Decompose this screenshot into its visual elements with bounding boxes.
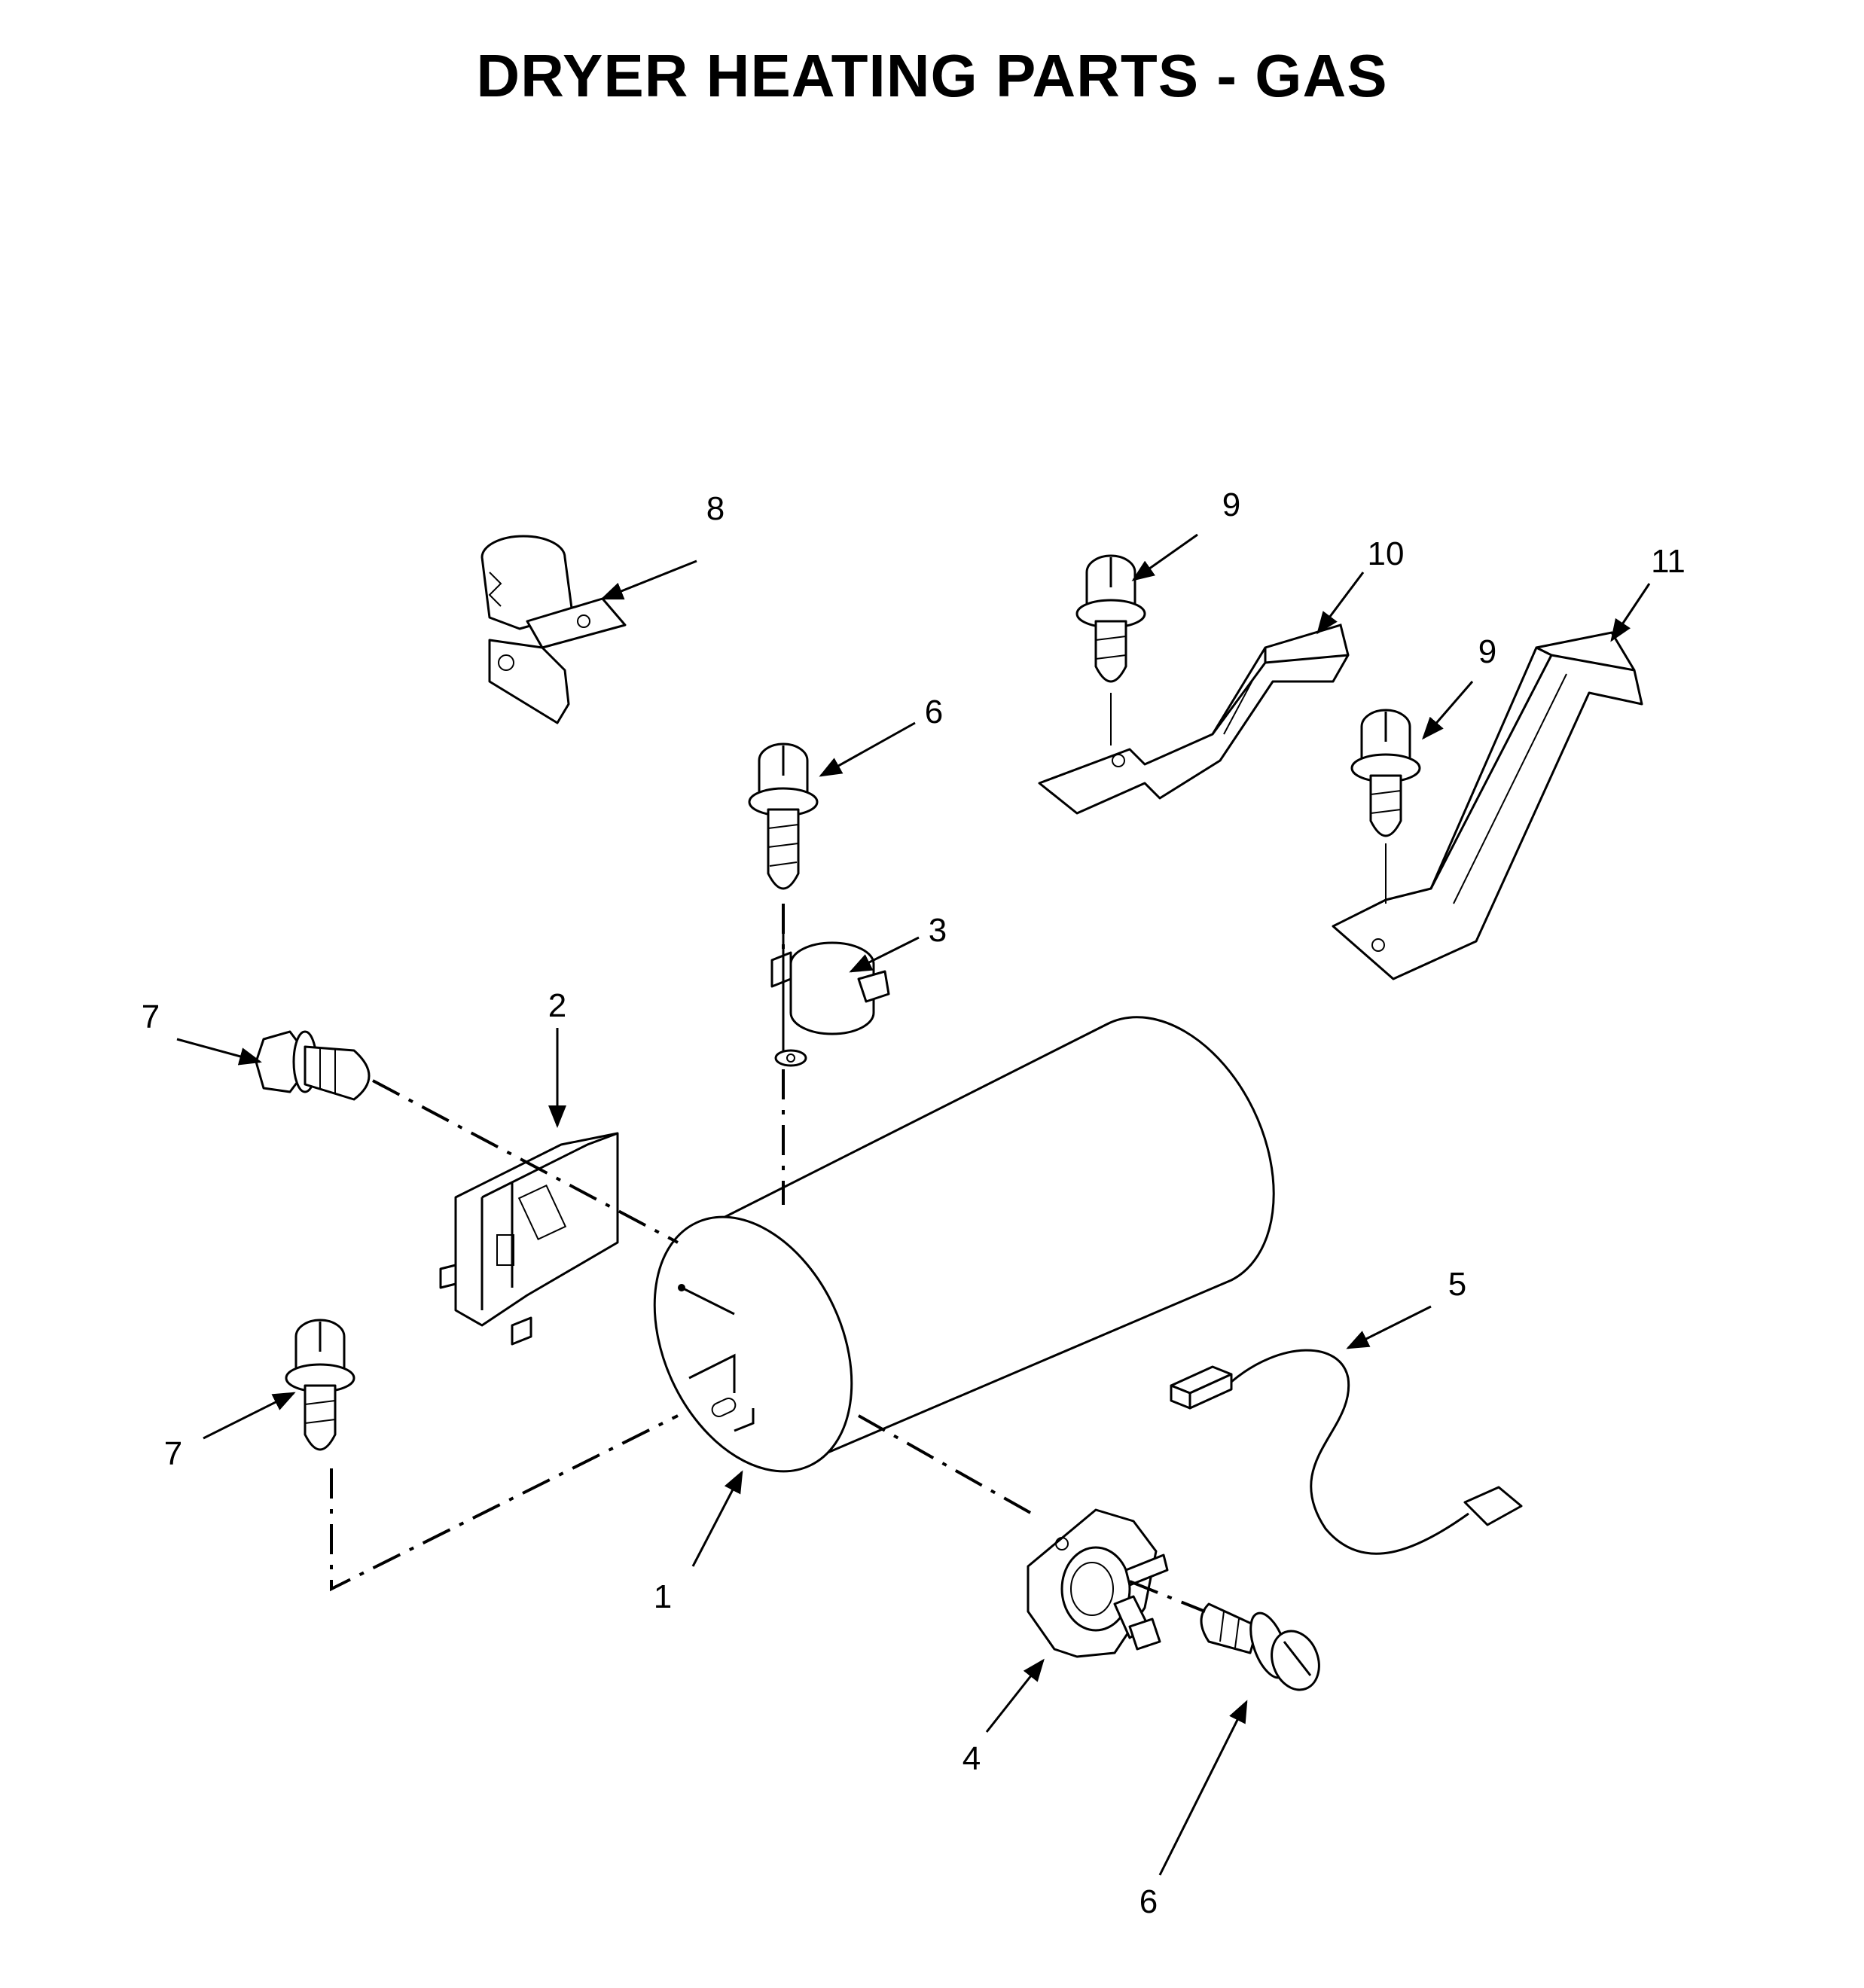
callout-4: 4 xyxy=(963,1740,981,1777)
callout-11: 11 xyxy=(1651,543,1686,580)
callout-9-lower: 9 xyxy=(1478,633,1496,670)
callout-2: 2 xyxy=(548,987,566,1024)
callout-5: 5 xyxy=(1448,1266,1466,1303)
thermal-cutoff xyxy=(1027,1508,1169,1658)
callout-7-lower: 7 xyxy=(164,1435,182,1472)
screw-bracket-upper xyxy=(1075,554,1146,683)
valve-clamp xyxy=(480,535,627,724)
flame-sensor xyxy=(770,934,890,1067)
burner-tube xyxy=(653,1016,1275,1473)
support-bracket-short xyxy=(1038,624,1350,815)
screw-left-lower xyxy=(285,1319,355,1451)
callout-10: 10 xyxy=(1368,535,1405,572)
callout-1: 1 xyxy=(654,1578,672,1615)
callout-labels: 1 2 3 4 5 6 6 7 7 8 9 9 10 11 xyxy=(142,486,1686,1920)
assembly-guide-lines xyxy=(330,693,1387,1613)
screw-top xyxy=(748,742,819,890)
screw-bracket-lower xyxy=(1350,709,1421,837)
callout-9-upper: 9 xyxy=(1222,486,1240,523)
page-title: DRYER HEATING PARTS - GAS xyxy=(476,42,1388,109)
leader-arrows xyxy=(176,533,1651,1876)
callout-6-bottom: 6 xyxy=(1139,1883,1158,1920)
support-bracket-long xyxy=(1332,631,1643,980)
callout-6-top: 6 xyxy=(925,694,943,730)
igniter-bracket xyxy=(439,1132,619,1346)
screw-bottom xyxy=(1200,1602,1320,1691)
screw-left-upper xyxy=(255,1030,371,1101)
callout-7-upper: 7 xyxy=(142,999,160,1035)
callout-8: 8 xyxy=(706,490,725,527)
wire-harness xyxy=(1170,1349,1523,1555)
callout-3: 3 xyxy=(929,912,947,949)
